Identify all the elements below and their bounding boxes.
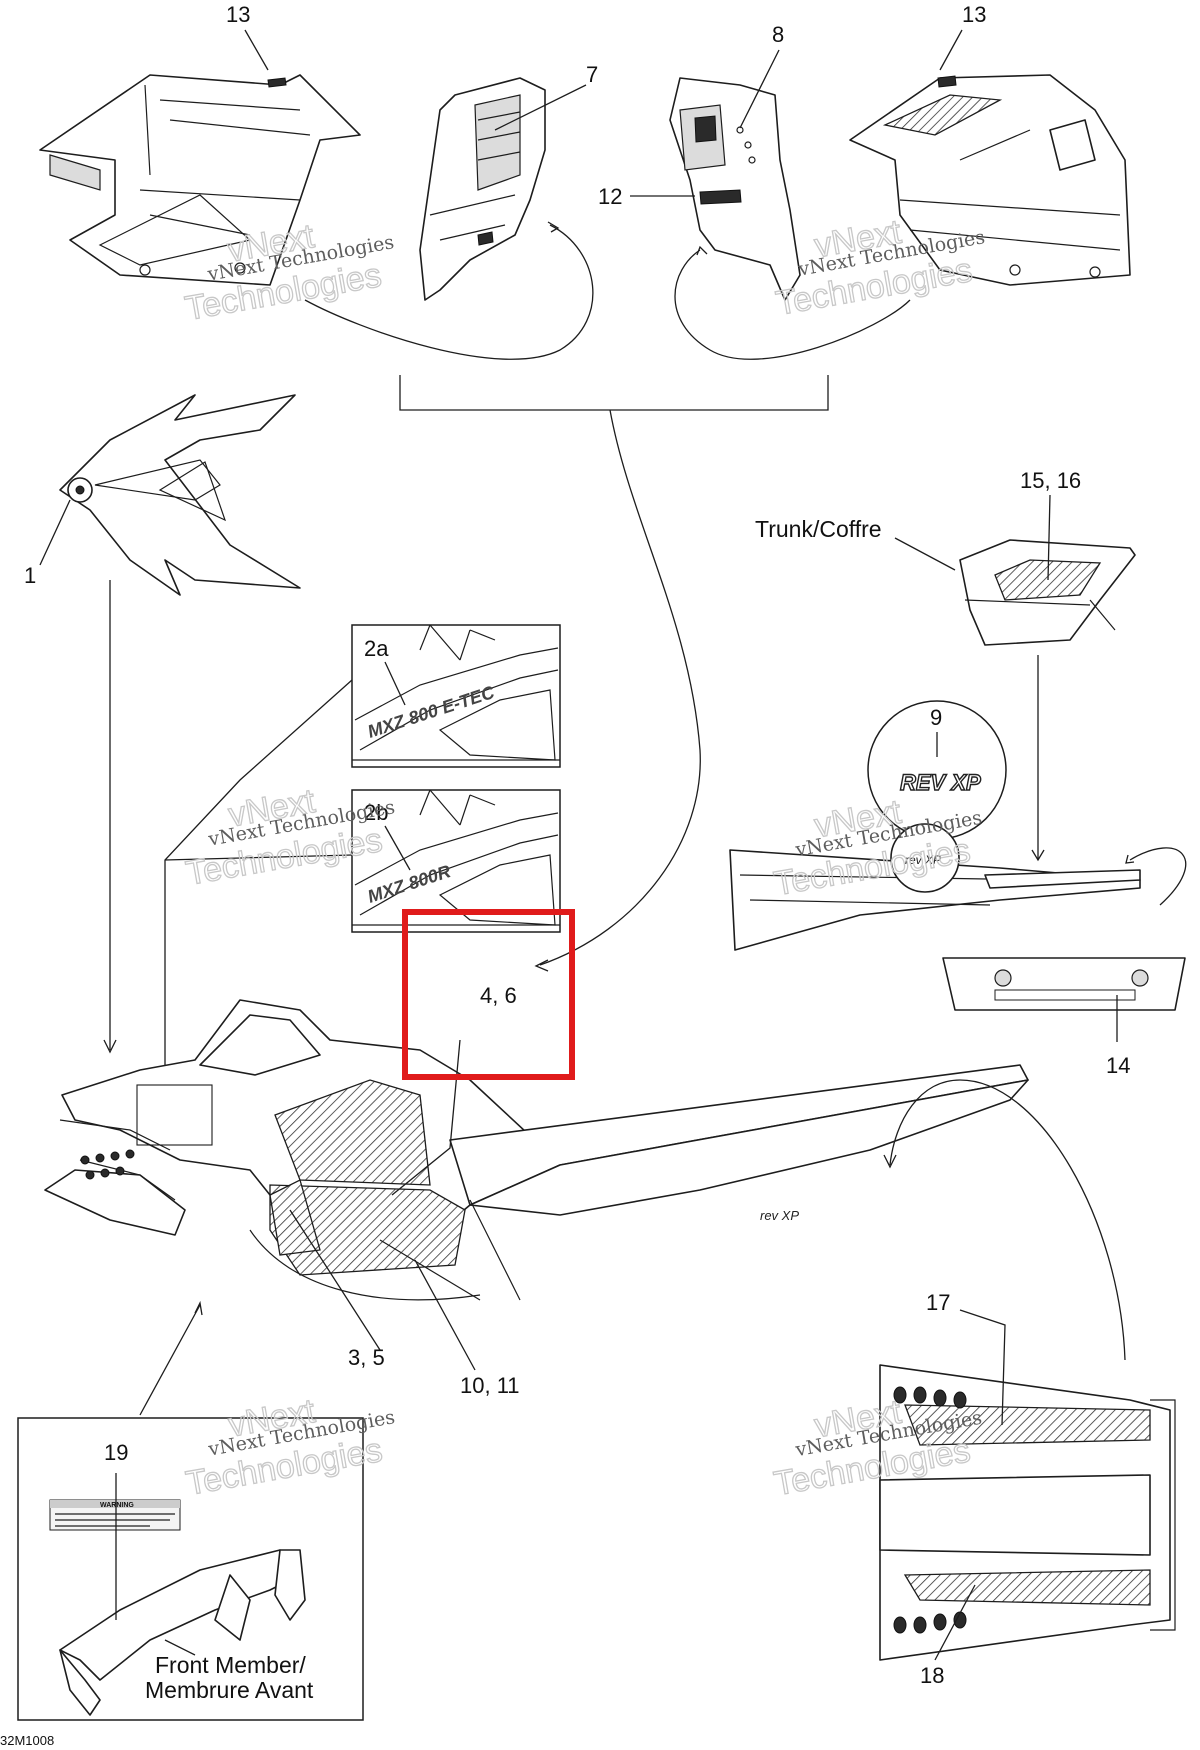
detail-leaders [164,679,353,1075]
callout-12: 12 [598,184,622,209]
decal-9-callout: REV XP [867,700,1007,860]
text-labels: Trunk/Coffre Front Member/ Membrure Avan… [145,516,956,1703]
callout-8: 8 [772,22,784,47]
watermark-top-left: vNext vNext Technologies Technologies [182,216,396,328]
callout-1: 1 [24,563,36,588]
front-member-label-1: Front Member/ [155,1652,306,1678]
main-sled-body: rev XP [44,999,1029,1301]
rear-tunnel-side: rev XP [729,655,1187,951]
callout-18: 18 [920,1663,944,1688]
figure-code: 32M1008 [0,1733,54,1748]
callout-4-6: 4, 6 [480,983,517,1008]
hood-part-1 [59,394,301,596]
callout-17: 17 [926,1290,950,1315]
callout-3-5: 3, 5 [348,1345,385,1370]
svg-text:rev XP: rev XP [905,853,941,867]
front-member-label-2: Membrure Avant [145,1677,314,1703]
callout-14: 14 [1106,1053,1130,1078]
main-body-leaders [103,580,1126,1416]
warning-label-text: WARNING [100,1502,134,1509]
side-console-8 [669,77,801,301]
selected-part-highlight [402,909,575,1080]
detail-box-2b: MXZ 800R [351,789,561,933]
left-side-panel [39,74,361,286]
callout-19: 19 [104,1440,128,1465]
rear-bumper-14 [942,957,1186,1042]
front-vent-holes [80,1149,135,1180]
callout-13-left: 13 [226,2,250,27]
top-connector-lines [304,221,911,972]
callout-2b: 2b [364,800,388,825]
callout-13-right: 13 [962,2,986,27]
detail-box-2a: MXZ 800 E-TEC [351,624,561,768]
front-member-box: WARNING [17,1417,364,1721]
trunk-label: Trunk/Coffre [755,516,882,542]
callout-2a: 2a [364,636,389,661]
running-board-vents [893,1386,967,1634]
callout-7: 7 [586,62,598,87]
callout-9: 9 [930,705,942,730]
rev-decal-text: REV XP [900,770,981,795]
callout-10-11: 10, 11 [460,1373,520,1398]
watermark-bottom-right: vNext vNext Technologies Technologies [770,1392,983,1504]
right-side-panel [849,74,1131,286]
watermark-bottom-left: vNext vNext Technologies Technologies [182,1391,396,1503]
callout-15-16: 15, 16 [1020,468,1081,493]
svg-text:rev XP: rev XP [760,1208,799,1223]
trunk-part [959,539,1136,646]
running-board-detail [879,1309,1176,1661]
callout-labels: 13 7 8 13 12 1 15, 16 2a 2b 9 4, 6 14 3,… [24,2,1130,1688]
side-console-7 [419,77,546,301]
